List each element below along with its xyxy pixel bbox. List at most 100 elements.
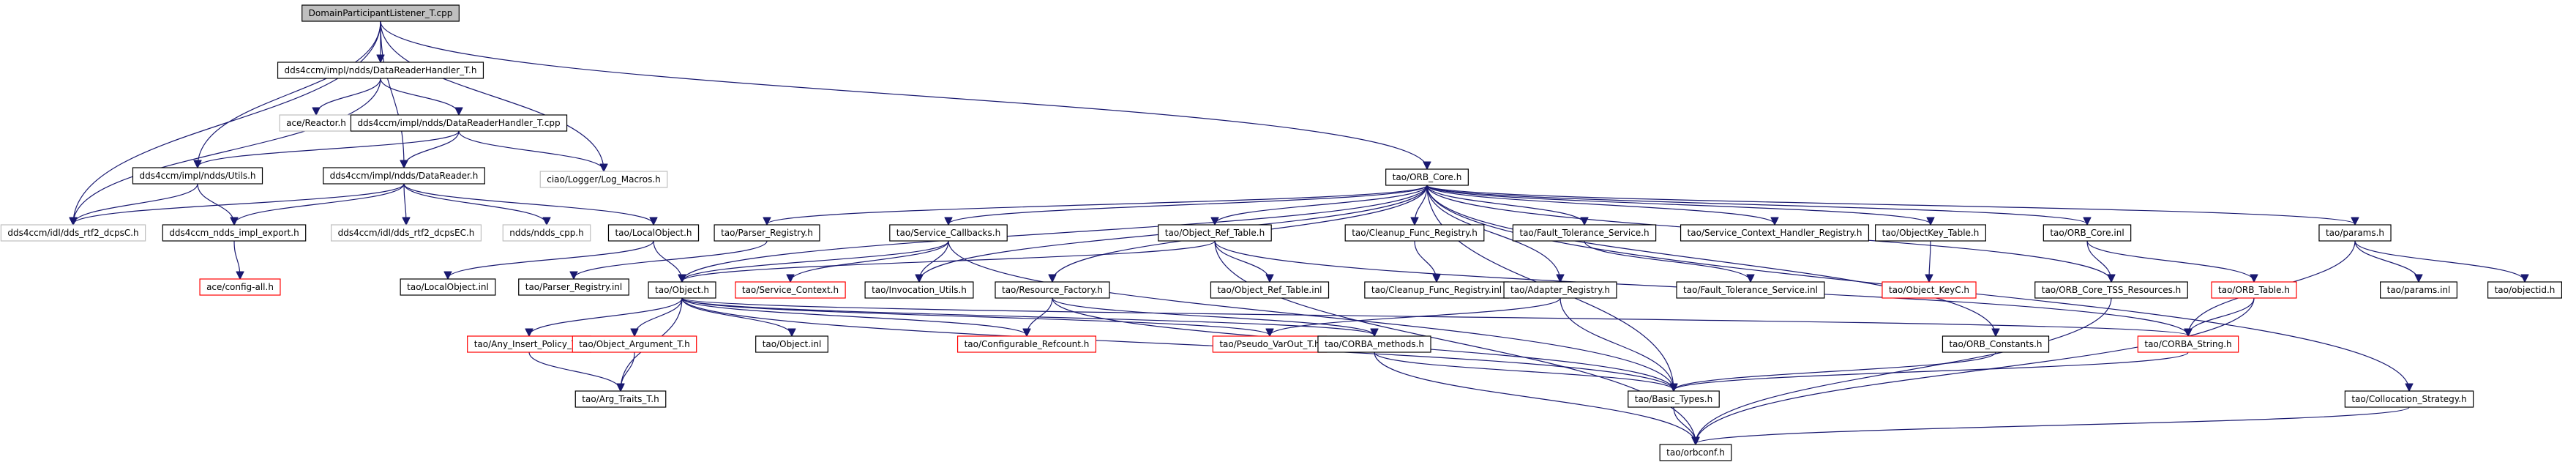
- graph-node[interactable]: tao/Pseudo_VarOut_T.h: [1212, 335, 1328, 353]
- edge-n1-n2: [316, 78, 381, 114]
- node-box[interactable]: [350, 114, 568, 132]
- graph-node[interactable]: dds4ccm/impl/ndds/DataReaderHandler_T.h: [277, 62, 484, 79]
- graph-node[interactable]: tao/Service_Context.h: [735, 281, 846, 299]
- graph-node[interactable]: tao/Configurable_Refcount.h: [956, 335, 1097, 353]
- node-box[interactable]: [2034, 281, 2188, 299]
- node-box[interactable]: [2344, 390, 2474, 408]
- node-box[interactable]: [1385, 168, 1469, 186]
- graph-node[interactable]: tao/LocalObject.h: [607, 224, 700, 242]
- graph-node[interactable]: tao/Arg_Traits_T.h: [574, 390, 667, 408]
- graph-node[interactable]: tao/Object.inl: [755, 335, 828, 353]
- node-box[interactable]: [1344, 224, 1485, 242]
- node-box[interactable]: [755, 335, 828, 353]
- graph-node[interactable]: dds4ccm_ndds_impl_export.h: [162, 224, 307, 242]
- node-box[interactable]: [1882, 281, 1977, 299]
- graph-node[interactable]: tao/Object.h: [648, 281, 716, 299]
- node-box[interactable]: [864, 281, 974, 299]
- graph-node[interactable]: tao/Object_Argument_T.h: [572, 335, 697, 353]
- node-box[interactable]: [502, 224, 591, 242]
- graph-node[interactable]: ciao/Logger/Log_Macros.h: [539, 171, 668, 188]
- graph-node[interactable]: dds4ccm/impl/ndds/DataReaderHandler_T.cp…: [350, 114, 568, 132]
- graph-node[interactable]: tao/objectid.h: [2487, 281, 2562, 299]
- graph-node[interactable]: tao/ObjectKey_Table.h: [1875, 224, 1986, 242]
- graph-node[interactable]: dds4ccm/impl/ndds/DataReader.h: [323, 167, 485, 185]
- graph-node[interactable]: tao/ORB_Core.inl: [2043, 224, 2132, 242]
- graph-node[interactable]: tao/LocalObject.inl: [400, 278, 496, 296]
- graph-node[interactable]: tao/Invocation_Utils.h: [864, 281, 974, 299]
- graph-node[interactable]: tao/params.h: [2318, 224, 2392, 242]
- node-box[interactable]: [323, 167, 485, 185]
- node-box[interactable]: [330, 224, 482, 242]
- graph-node[interactable]: tao/ORB_Core_TSS_Resources.h: [2034, 281, 2188, 299]
- node-box[interactable]: [889, 224, 1008, 242]
- node-box[interactable]: [995, 281, 1110, 299]
- graph-node[interactable]: tao/Object_Ref_Table.inl: [1210, 281, 1330, 299]
- node-box[interactable]: [1676, 281, 1825, 299]
- graph-node[interactable]: tao/Fault_Tolerance_Service.inl: [1676, 281, 1825, 299]
- graph-node[interactable]: tao/orbconf.h: [1659, 444, 1732, 461]
- node-box[interactable]: [735, 281, 846, 299]
- graph-node[interactable]: tao/Service_Callbacks.h: [889, 224, 1008, 242]
- graph-node[interactable]: ace/config-all.h: [199, 278, 281, 296]
- node-box[interactable]: [1875, 224, 1986, 242]
- node-box[interactable]: [2487, 281, 2562, 299]
- graph-node[interactable]: dds4ccm/impl/ndds/Utils.h: [132, 167, 263, 185]
- graph-node[interactable]: tao/Adapter_Registry.h: [1503, 281, 1617, 299]
- node-box[interactable]: [539, 171, 668, 188]
- node-box[interactable]: [572, 335, 697, 353]
- node-box[interactable]: [302, 4, 460, 22]
- edge-n26-n42: [1270, 297, 1561, 335]
- node-box[interactable]: [574, 390, 667, 408]
- graph-node[interactable]: tao/ORB_Table.h: [2211, 281, 2297, 299]
- edge-n7-n26: [1426, 185, 1560, 281]
- graph-node[interactable]: tao/Cleanup_Func_Registry.inl: [1364, 281, 1509, 299]
- node-box[interactable]: [162, 224, 307, 242]
- graph-node[interactable]: tao/Basic_Types.h: [1628, 390, 1720, 408]
- node-box[interactable]: [1628, 390, 1720, 408]
- node-box[interactable]: [1680, 224, 1870, 242]
- graph-node[interactable]: tao/Cleanup_Func_Registry.h: [1344, 224, 1485, 242]
- graph-node[interactable]: tao/Object_Ref_Table.h: [1158, 224, 1272, 242]
- graph-node[interactable]: tao/params.inl: [2380, 281, 2457, 299]
- node-box[interactable]: [1210, 281, 1330, 299]
- node-box[interactable]: [648, 281, 716, 299]
- graph-node[interactable]: ndds/ndds_cpp.h: [502, 224, 591, 242]
- graph-node[interactable]: ace/Reactor.h: [279, 114, 353, 132]
- node-box[interactable]: [2318, 224, 2392, 242]
- node-box[interactable]: [607, 224, 700, 242]
- node-box[interactable]: [1942, 335, 2050, 353]
- graph-node[interactable]: tao/CORBA_String.h: [2137, 335, 2239, 353]
- graph-node[interactable]: tao/Service_Context_Handler_Registry.h: [1680, 224, 1870, 242]
- node-box[interactable]: [132, 167, 263, 185]
- node-box[interactable]: [0, 224, 146, 242]
- graph-node[interactable]: tao/CORBA_methods.h: [1317, 335, 1431, 353]
- graph-node[interactable]: tao/Object_KeyC.h: [1882, 281, 1977, 299]
- node-box[interactable]: [518, 278, 629, 296]
- node-box[interactable]: [277, 62, 484, 79]
- node-box[interactable]: [2380, 281, 2457, 299]
- graph-node[interactable]: tao/ORB_Core.h: [1385, 168, 1469, 186]
- graph-node[interactable]: tao/Collocation_Strategy.h: [2344, 390, 2474, 408]
- node-box[interactable]: [199, 278, 281, 296]
- graph-node[interactable]: DomainParticipantListener_T.cpp: [302, 4, 460, 22]
- node-box[interactable]: [714, 224, 820, 242]
- node-box[interactable]: [956, 335, 1097, 353]
- node-box[interactable]: [2211, 281, 2297, 299]
- graph-node[interactable]: tao/Parser_Registry.h: [714, 224, 820, 242]
- graph-node[interactable]: tao/Any_Insert_Policy_T.h: [467, 335, 591, 353]
- node-box[interactable]: [2137, 335, 2239, 353]
- graph-node[interactable]: tao/Resource_Factory.h: [995, 281, 1110, 299]
- node-box[interactable]: [1659, 444, 1732, 461]
- node-box[interactable]: [2043, 224, 2132, 242]
- node-box[interactable]: [400, 278, 496, 296]
- graph-node[interactable]: tao/Fault_Tolerance_Service.h: [1512, 224, 1657, 242]
- graph-node[interactable]: dds4ccm/idl/dds_rtf2_dcpsEC.h: [330, 224, 482, 242]
- graph-node[interactable]: tao/ORB_Constants.h: [1942, 335, 2050, 353]
- node-box[interactable]: [1317, 335, 1431, 353]
- graph-node[interactable]: dds4ccm/idl/dds_rtf2_dcpsC.h: [0, 224, 146, 242]
- graph-node[interactable]: tao/Parser_Registry.inl: [518, 278, 629, 296]
- node-box[interactable]: [1503, 281, 1617, 299]
- node-box[interactable]: [1158, 224, 1272, 242]
- node-box[interactable]: [1512, 224, 1657, 242]
- edge-n7-n24: [1415, 185, 1428, 224]
